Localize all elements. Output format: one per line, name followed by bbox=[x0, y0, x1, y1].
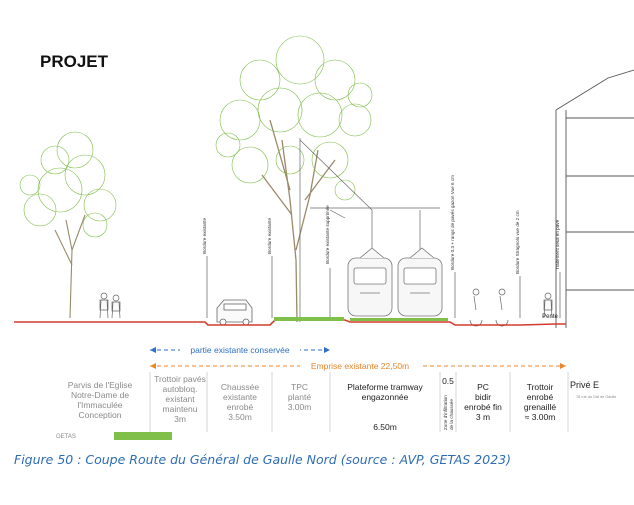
tree-center bbox=[215, 35, 373, 323]
vlabel-bordure-4: Bordure 0.3 + rangs de pavés gazon Vue 6… bbox=[450, 175, 455, 270]
section-parvis: Parvis de l'Eglise Notre-Dame de l'Immac… bbox=[67, 380, 133, 420]
catenary bbox=[299, 138, 440, 322]
green-strip bbox=[274, 317, 344, 321]
figure-caption: Figure 50 : Coupe Route du Général de Ga… bbox=[14, 452, 511, 467]
vlabel-bordure-3: Bordure existante supprimée bbox=[325, 205, 330, 264]
vlabel-bordure-5: Bordure Stragnolo vue de 2 cm bbox=[515, 210, 520, 274]
ground-line bbox=[14, 319, 566, 326]
green-strip-2 bbox=[350, 318, 448, 321]
tree-left bbox=[19, 131, 117, 319]
tram-left bbox=[347, 247, 393, 317]
pente-label: Pente bbox=[542, 314, 558, 320]
section-trottoir-grenaille: Trottoir enrobé grenaillé ≈ 3.00m bbox=[523, 382, 557, 422]
getas-logo-green bbox=[114, 432, 172, 440]
section-zone-infiltration-width: 0.5 bbox=[442, 376, 454, 386]
getas-label: GETAS bbox=[56, 434, 76, 440]
section-tpc: TPC planté 3.00m bbox=[287, 382, 312, 412]
building-right bbox=[555, 69, 634, 328]
address-label: 78 rue du Gal de Gaulle bbox=[576, 395, 617, 399]
section-plateforme: Plateforme tramway engazonnée 6.50m bbox=[347, 382, 423, 432]
vlabel-bordure-6: Traitement seuil en pavé bbox=[555, 219, 560, 270]
pedestrians bbox=[99, 288, 553, 327]
tram-right bbox=[397, 247, 443, 317]
right-of-way-label: Emprise existante 22,50m bbox=[300, 361, 420, 371]
section-chaussee: Chaussée existante enrobé 3.50m bbox=[220, 382, 260, 422]
page-title: PROJET bbox=[40, 52, 109, 71]
vlabel-zone-infiltration: Zone d'infiltration bbox=[443, 395, 448, 430]
vlabel-bordure-2: Bordure existante bbox=[267, 217, 272, 254]
existing-kept-label: partie existante conservée bbox=[180, 345, 300, 355]
car bbox=[216, 299, 253, 326]
section-prive: Privé E bbox=[570, 380, 600, 390]
vlabel-bordure-1: Bordure existante bbox=[202, 217, 207, 254]
section-pc-bidir: PC bidir enrobé fin 3 m bbox=[464, 382, 502, 422]
vlabel-zone-sub: de la chaussée bbox=[449, 399, 454, 430]
section-trottoir-pave: Trottoir pavés autobloq. existant mainte… bbox=[154, 374, 206, 424]
